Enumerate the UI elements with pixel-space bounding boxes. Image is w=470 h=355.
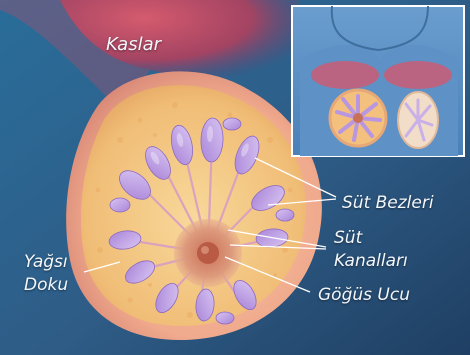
label-milk-ducts-line2: Kanalları (334, 251, 408, 271)
label-nipple: Göğüs Ucu (318, 285, 410, 305)
label-milk-glands: Süt Bezleri (342, 193, 434, 213)
label-fat-line2: Doku (24, 275, 68, 295)
nipple (197, 242, 219, 264)
label-milk-ducts-line1: Süt (334, 228, 362, 248)
inset-torso-view (292, 6, 464, 156)
label-muscles: Kaslar (106, 35, 161, 55)
label-fat-line1: Yağsı (24, 252, 68, 272)
